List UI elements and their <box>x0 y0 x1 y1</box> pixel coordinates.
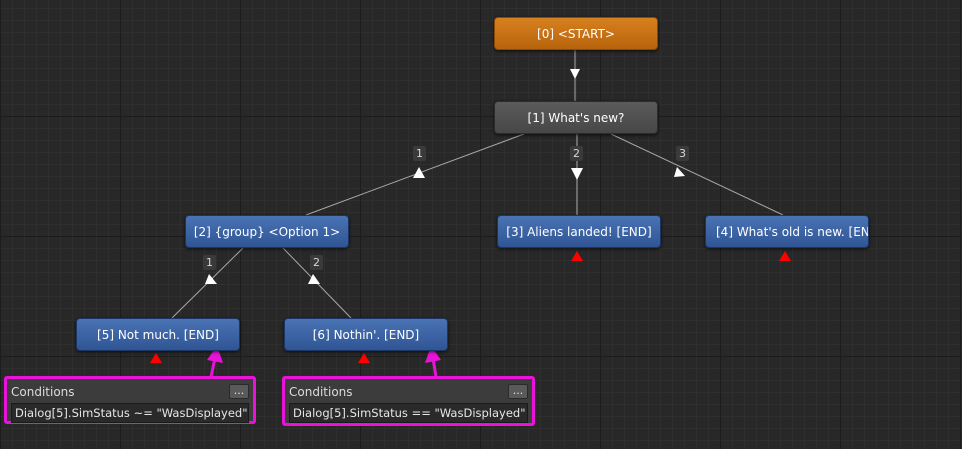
end-marker-6 <box>358 353 370 363</box>
arrow-2-6 <box>308 274 320 284</box>
arrow-2-5 <box>205 274 217 284</box>
end-marker-4 <box>779 251 791 261</box>
link-label-1-3: 2 <box>570 146 583 161</box>
conditions-input[interactable]: Dialog[5].SimStatus == "WasDisplayed" <box>289 403 528 423</box>
conditions-menu-button[interactable]: ... <box>229 384 249 399</box>
node-nothin[interactable]: [6] Nothin'. [END] <box>284 318 448 351</box>
link-label-2-6: 2 <box>310 255 323 270</box>
arrow-0-1 <box>570 69 580 79</box>
link-1-4 <box>610 133 784 216</box>
conditions-input[interactable]: Dialog[5].SimStatus ~= "WasDisplayed" <box>11 403 249 423</box>
arrow-1-3 <box>571 168 583 180</box>
conditions-menu-button[interactable]: ... <box>508 384 528 399</box>
node-whats-new[interactable]: [1] What's new? <box>494 101 658 134</box>
conditions-panel-2: Conditions ... Dialog[5].SimStatus == "W… <box>282 376 535 426</box>
arrow-1-4 <box>674 167 685 177</box>
conditions-title: Conditions <box>289 384 353 399</box>
node-start[interactable]: [0] <START> <box>494 17 658 50</box>
end-marker-5 <box>150 353 162 363</box>
conditions-title: Conditions <box>11 384 75 399</box>
highlight-arrowhead-2 <box>425 346 441 363</box>
link-label-1-4: 3 <box>676 146 689 161</box>
arrow-1-2 <box>413 167 425 178</box>
node-group-option[interactable]: [2] {group} <Option 1> <box>185 215 349 248</box>
conditions-panel-1: Conditions ... Dialog[5].SimStatus ~= "W… <box>4 376 256 424</box>
link-label-2-5: 1 <box>203 255 216 270</box>
highlight-arrowhead-1 <box>207 346 223 363</box>
node-not-much[interactable]: [5] Not much. [END] <box>76 318 240 351</box>
link-label-1-2: 1 <box>413 146 426 161</box>
end-marker-3 <box>571 251 583 261</box>
node-aliens-landed[interactable]: [3] Aliens landed! [END] <box>497 215 661 248</box>
node-whats-old[interactable]: [4] What's old is new. [EN <box>705 215 869 248</box>
